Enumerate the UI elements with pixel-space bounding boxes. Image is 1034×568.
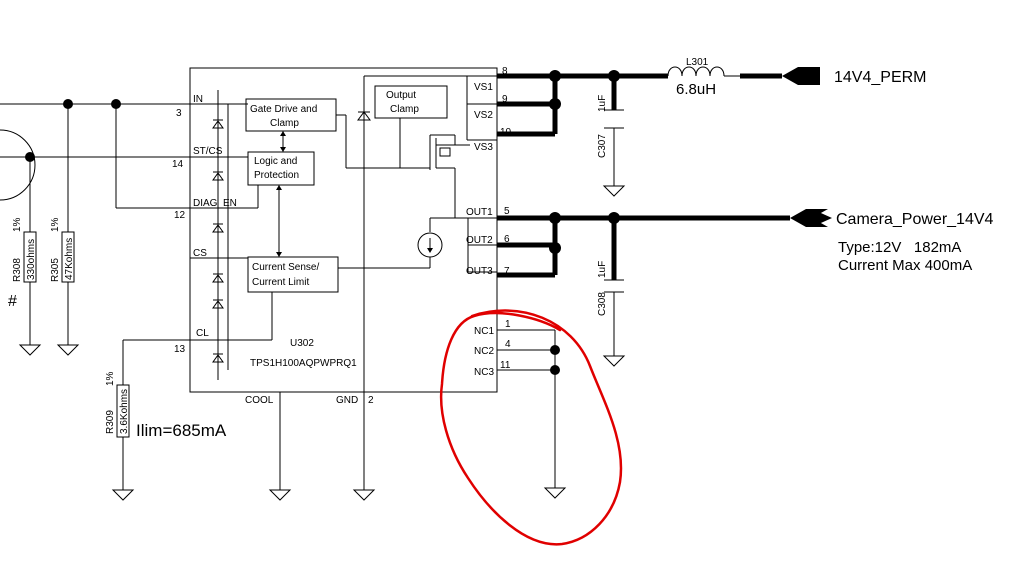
net-label-output: Camera_Power_14V4 bbox=[836, 211, 994, 228]
logic-label-1: Logic and bbox=[254, 156, 297, 167]
pin-num-3: 3 bbox=[176, 108, 182, 119]
r308-value: 330ohms bbox=[26, 239, 37, 280]
r308-tol: 1% bbox=[12, 217, 23, 232]
c307-value: 1uF bbox=[597, 95, 608, 112]
pin-num-13: 13 bbox=[174, 344, 186, 355]
c307-ref: C307 bbox=[597, 134, 608, 158]
left-nets bbox=[0, 99, 190, 501]
pin-num-6: 6 bbox=[504, 234, 510, 245]
pin-name-nc2: NC2 bbox=[474, 346, 494, 357]
pin-num-5: 5 bbox=[504, 206, 510, 217]
note-type: Type:12V 182mA bbox=[838, 239, 961, 256]
l301-value: 6.8uH bbox=[676, 81, 716, 98]
pin-name-cs: CS bbox=[193, 248, 207, 259]
r305-value: 47Kohms bbox=[64, 238, 75, 280]
chip-body bbox=[189, 67, 567, 501]
pin-name-in: IN bbox=[193, 94, 203, 105]
pin-name-out2: OUT2 bbox=[466, 235, 493, 246]
r309-value: 3.6Kohms bbox=[119, 389, 130, 434]
note-current-max: Current Max 400mA bbox=[838, 257, 972, 274]
output-net bbox=[497, 209, 832, 367]
pin-num-7: 7 bbox=[504, 266, 510, 277]
output-clamp-block bbox=[374, 85, 448, 119]
output-clamp-label-2: Clamp bbox=[390, 104, 419, 115]
pin-num-4: 4 bbox=[505, 339, 511, 350]
pin-name-vs2: VS2 bbox=[474, 110, 493, 121]
logic-protection-block bbox=[247, 151, 315, 186]
r308-ref: R308 bbox=[12, 258, 23, 282]
c308-value: 1uF bbox=[597, 261, 608, 278]
pin-name-out1: OUT1 bbox=[466, 207, 493, 218]
pin-num-12: 12 bbox=[174, 210, 186, 221]
l301-ref: L301 bbox=[686, 57, 709, 68]
ground-symbol bbox=[56, 344, 80, 356]
pin-num-8: 8 bbox=[502, 66, 508, 77]
supply-port-flag bbox=[782, 67, 820, 85]
logic-label-2: Protection bbox=[254, 170, 299, 181]
pin-name-stcs: ST/CS bbox=[193, 146, 223, 157]
ground-symbol bbox=[268, 489, 292, 501]
r305-ref: R305 bbox=[50, 258, 61, 282]
pin-name-cool: COOL bbox=[245, 395, 274, 406]
pin-num-2: 2 bbox=[368, 395, 374, 406]
ground-symbol bbox=[111, 489, 135, 501]
pin-name-vs3: VS3 bbox=[474, 142, 493, 153]
pin-num-14: 14 bbox=[172, 159, 184, 170]
pin-name-nc1: NC1 bbox=[474, 326, 494, 337]
ground-symbol bbox=[543, 487, 567, 499]
pin-name-vs1: VS1 bbox=[474, 82, 493, 93]
supply-net bbox=[497, 66, 820, 197]
current-sense-label-1: Current Sense/ bbox=[252, 262, 319, 273]
hash-note: # bbox=[8, 293, 17, 310]
chip-ref: U302 bbox=[290, 338, 314, 349]
chip-part-number: TPS1H100AQPWPRQ1 bbox=[250, 358, 357, 369]
l301-inductor bbox=[667, 66, 725, 77]
r309-ref: R309 bbox=[105, 410, 116, 434]
r309-tol: 1% bbox=[105, 371, 116, 386]
red-annotation-loop bbox=[439, 309, 623, 546]
ilim-note: Ilim=685mA bbox=[136, 421, 227, 440]
net-label-supply: 14V4_PERM bbox=[834, 69, 927, 86]
ground-symbol bbox=[602, 185, 626, 197]
pin-name-out3: OUT3 bbox=[466, 266, 493, 277]
r305-tol: 1% bbox=[50, 217, 61, 232]
gate-drive-label-2: Clamp bbox=[270, 118, 299, 129]
c308-ref: C308 bbox=[597, 292, 608, 316]
pin-num-1: 1 bbox=[505, 319, 511, 330]
protection-diode-array bbox=[212, 119, 224, 363]
ground-symbol bbox=[352, 489, 376, 501]
pin-name-diag-en: DIAG_EN bbox=[193, 198, 237, 209]
pin-name-gnd: GND bbox=[336, 395, 358, 406]
current-sense-label-2: Current Limit bbox=[252, 277, 309, 288]
ground-symbol bbox=[602, 355, 626, 367]
pin-name-cl: CL bbox=[196, 328, 209, 339]
pin-num-11: 11 bbox=[500, 360, 511, 371]
ground-symbol bbox=[18, 344, 42, 356]
output-clamp-label-1: Output bbox=[386, 90, 416, 101]
gate-drive-label-1: Gate Drive and bbox=[250, 104, 317, 115]
pin-num-9: 9 bbox=[502, 94, 508, 105]
pin-name-nc3: NC3 bbox=[474, 367, 494, 378]
current-sense-block bbox=[247, 256, 339, 293]
